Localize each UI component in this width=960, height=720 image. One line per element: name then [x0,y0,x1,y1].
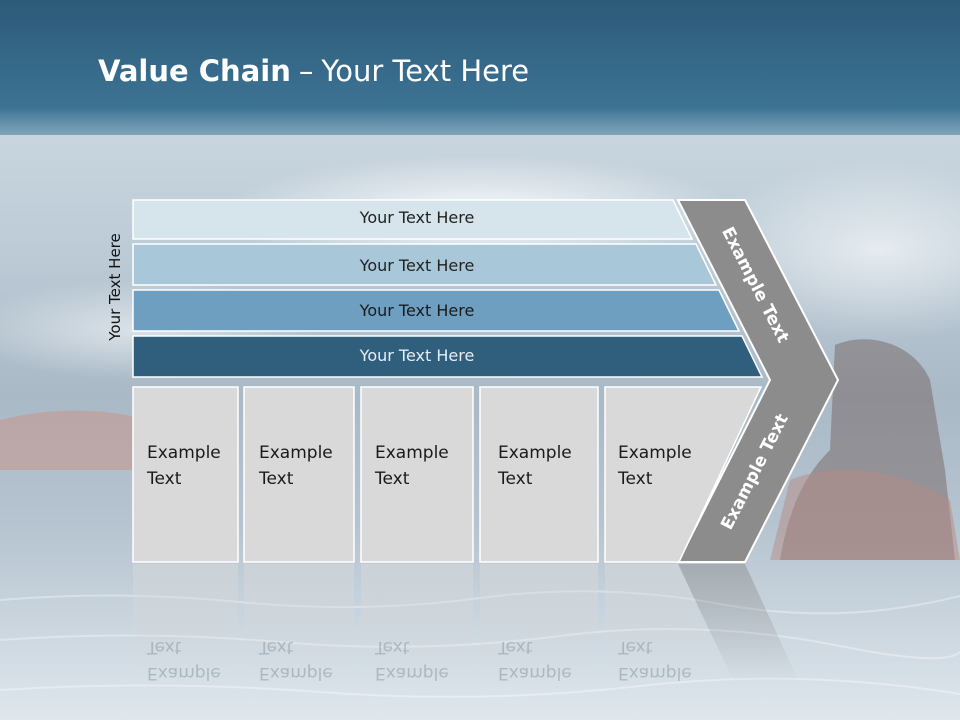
bar-shape-3 [132,289,741,332]
title-rest: Your Text Here [321,54,530,88]
cell-shape-4 [479,386,599,563]
chevron-shape [676,199,840,563]
cell-shape-1 [132,386,239,563]
title-bold: Value Chain [98,54,291,88]
bar-label-1: Your Text Here [359,208,475,227]
bar-label-4: Your Text Here [359,346,475,365]
page-title: Value Chain–Your Text Here [98,54,529,88]
reflection [133,564,800,684]
bar-shape-2 [132,243,718,286]
cell-shape-5 [604,386,763,563]
bar-label-2: Your Text Here [359,256,475,275]
bar-shape-1 [132,199,694,240]
bar-label-3: Your Text Here [359,301,475,320]
bar-shape-4 [132,335,764,378]
cell-shape-3 [360,386,474,563]
cell-shape-2 [243,386,355,563]
title-separator: – [298,54,314,88]
header-band [0,0,960,135]
